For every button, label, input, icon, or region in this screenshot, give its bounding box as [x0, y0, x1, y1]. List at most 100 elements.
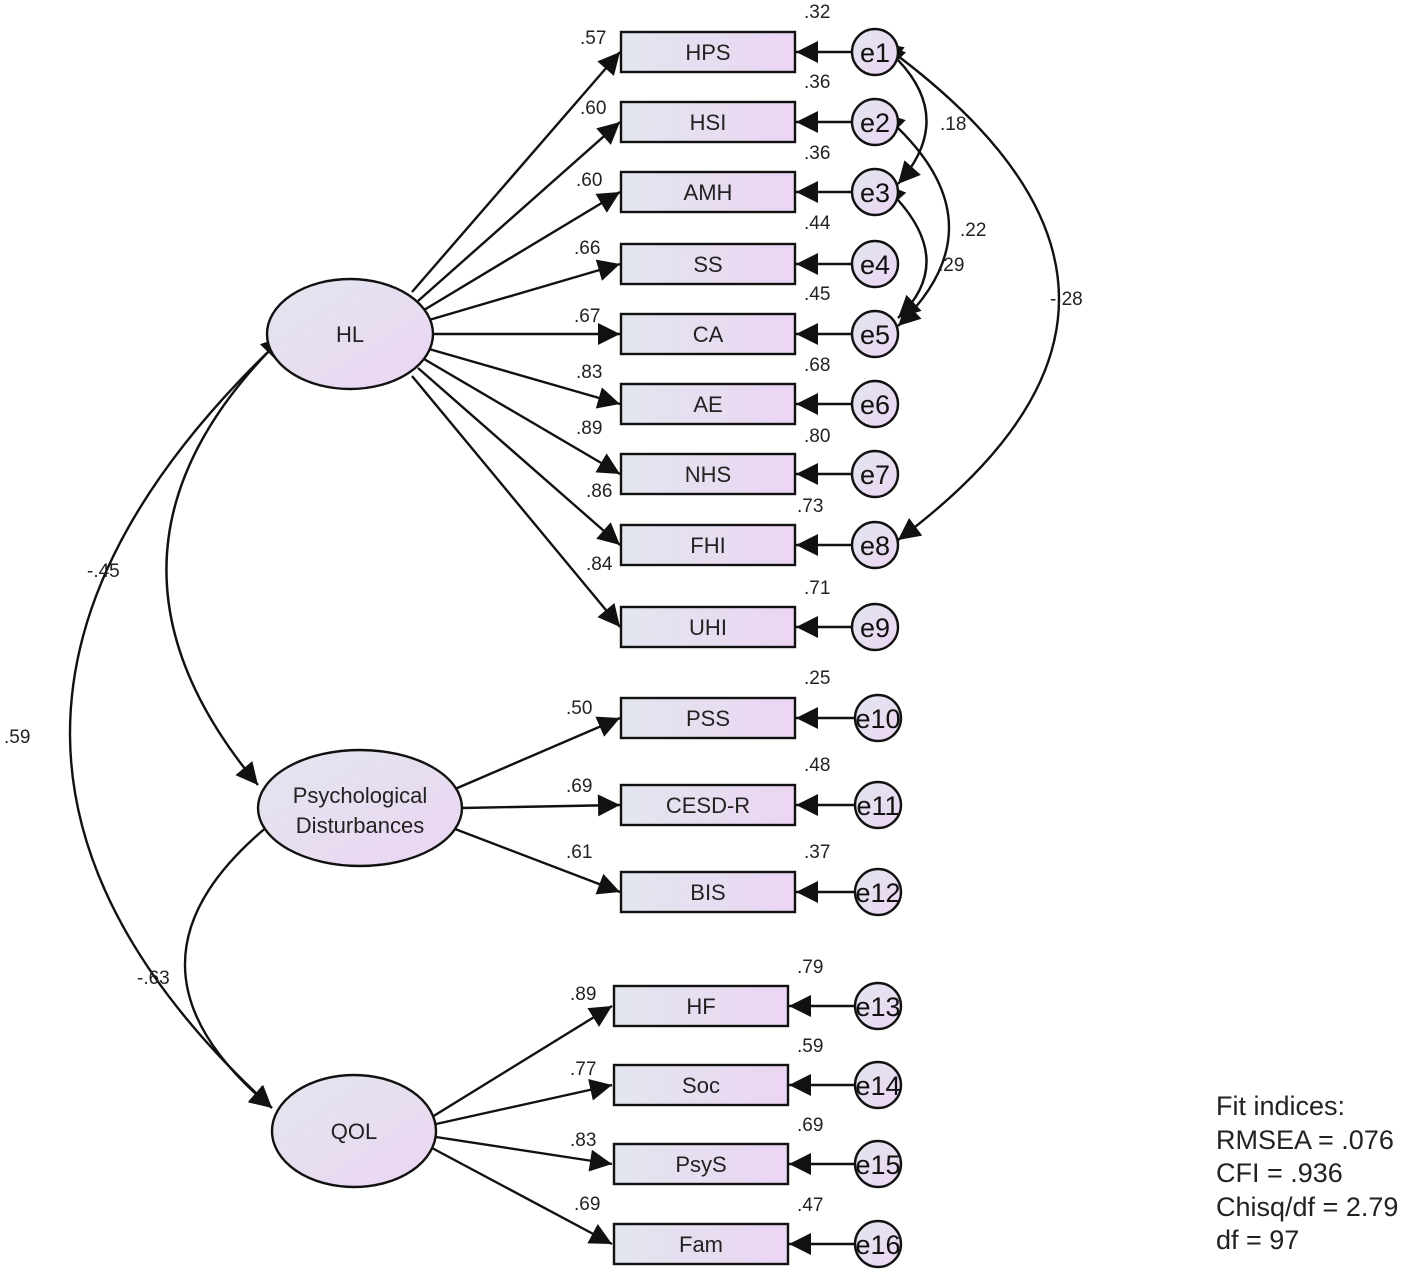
r2-ae: .68: [804, 355, 830, 376]
error-circle-e6: [850, 379, 900, 429]
fit-cfi: CFI = .936: [1216, 1158, 1343, 1188]
corr-label-hl-pd: -.45: [87, 561, 120, 582]
error-label-e2: e2: [860, 108, 890, 138]
indicator-box-psys: [612, 1142, 790, 1186]
r2-cesd: .48: [804, 755, 830, 776]
indicator-box-hps: [619, 30, 797, 74]
loading-psys: .83: [570, 1130, 596, 1151]
corr-label-hl-qol: .59: [4, 727, 30, 748]
indicator-box-uhi: [619, 605, 797, 649]
indicator-label-ca: CA: [693, 322, 724, 347]
indicator-label-cesd: CESD-R: [666, 793, 750, 818]
path-hl-fhi: [417, 367, 621, 546]
r2-psys: .69: [797, 1115, 823, 1136]
loading-hps: .57: [580, 28, 606, 49]
loading-cesd: .69: [566, 776, 592, 797]
error-label-e12: e12: [855, 878, 900, 908]
loading-bis: .61: [566, 842, 592, 863]
latent-psychological-disturbances: [256, 748, 464, 868]
path-hl-amh: [423, 190, 621, 312]
path-hl-ss: [428, 259, 621, 322]
error-label-e3: e3: [860, 178, 890, 208]
path-pd-cesd: [461, 794, 621, 817]
indicator-box-fhi: [619, 523, 797, 567]
path-pd-bis: [454, 827, 621, 895]
r2-ca: .45: [804, 284, 830, 305]
loading-nhs: .89: [576, 418, 602, 439]
loading-ss: .66: [574, 238, 600, 259]
fit-df: df = 97: [1216, 1225, 1300, 1255]
path-qol-fam: [431, 1146, 613, 1246]
r2-hps: .32: [804, 2, 830, 23]
r2-ss: .44: [804, 213, 831, 234]
loading-soc: .77: [570, 1059, 596, 1080]
latent-qol-label: QOL: [331, 1119, 377, 1144]
indicator-label-soc: Soc: [682, 1073, 720, 1098]
loading-pss: .50: [566, 698, 592, 719]
error-label-e1: e1: [860, 38, 890, 68]
r2-bis: .37: [804, 842, 830, 863]
r2-amh: .36: [804, 143, 830, 164]
error-circle-e16: [853, 1219, 903, 1269]
corr-hl-qol: [68, 336, 284, 1109]
indicator-label-fam: Fam: [679, 1232, 723, 1257]
error-circle-e1: [850, 27, 900, 77]
latent-qol: [270, 1073, 438, 1189]
path-qol-soc: [435, 1079, 613, 1126]
path-hl-hsi: [417, 121, 621, 302]
error-label-e7: e7: [860, 460, 890, 490]
path-hl-uhi: [411, 375, 621, 628]
error-circle-e12: [853, 867, 903, 917]
indicator-label-pss: PSS: [686, 706, 730, 731]
error-label-e9: e9: [860, 613, 890, 643]
fit-indices: Fit indices: RMSEA = .076 CFI = .936 Chi…: [1216, 1090, 1416, 1258]
cov-e1-e3: [882, 44, 928, 185]
path-qol-psys: [435, 1135, 613, 1172]
error-circle-e14: [853, 1060, 903, 1110]
error-label-e5: e5: [860, 320, 890, 350]
indicator-label-ss: SS: [693, 252, 722, 277]
indicator-label-bis: BIS: [690, 880, 725, 905]
error-circle-e9: [850, 602, 900, 652]
cov-e1-e8: [880, 42, 1060, 541]
error-label-e11: e11: [856, 791, 899, 821]
path-hl-ae: [428, 347, 621, 409]
r2-fhi: .73: [797, 496, 823, 517]
error-circle-e15: [853, 1139, 903, 1189]
indicator-label-nhs: NHS: [685, 462, 731, 487]
latent-pd-label-2: Disturbances: [296, 813, 424, 838]
indicator-box-hsi: [619, 100, 797, 144]
fit-chisq: Chisq/df = 2.79: [1216, 1191, 1399, 1222]
path-hl-nhs: [423, 357, 621, 476]
path-pd-pss: [454, 716, 621, 791]
indicator-box-ss: [619, 242, 797, 286]
error-label-e16: e16: [855, 1230, 900, 1260]
latent-hl: [265, 277, 435, 391]
error-label-e6: e6: [860, 390, 890, 420]
indicator-label-uhi: UHI: [689, 615, 727, 640]
indicator-label-psys: PsyS: [675, 1152, 726, 1177]
error-label-e14: e14: [855, 1071, 900, 1101]
r2-hsi: .36: [804, 72, 830, 93]
indicator-label-fhi: FHI: [690, 533, 725, 558]
r2-uhi: .71: [804, 578, 830, 599]
error-circle-e13: [853, 981, 903, 1031]
loading-hf: .89: [570, 984, 596, 1005]
loading-amh: .60: [576, 170, 602, 191]
error-circle-e4: [850, 239, 900, 289]
error-label-e10: e10: [855, 704, 900, 734]
indicator-box-cesd: [619, 783, 797, 827]
indicator-box-ca: [619, 312, 797, 356]
error-label-e8: e8: [860, 531, 890, 561]
loading-fam: .69: [574, 1194, 600, 1215]
error-circle-e2: [850, 97, 900, 147]
loading-fhi: .86: [586, 481, 612, 502]
indicator-box-nhs: [619, 452, 797, 496]
indicator-label-amh: AMH: [684, 180, 733, 205]
error-circle-e10: [853, 693, 903, 743]
r2-soc: .59: [797, 1036, 823, 1057]
error-label-e4: e4: [860, 250, 890, 280]
indicator-label-hsi: HSI: [690, 110, 727, 135]
error-circle-e3: [850, 167, 900, 217]
